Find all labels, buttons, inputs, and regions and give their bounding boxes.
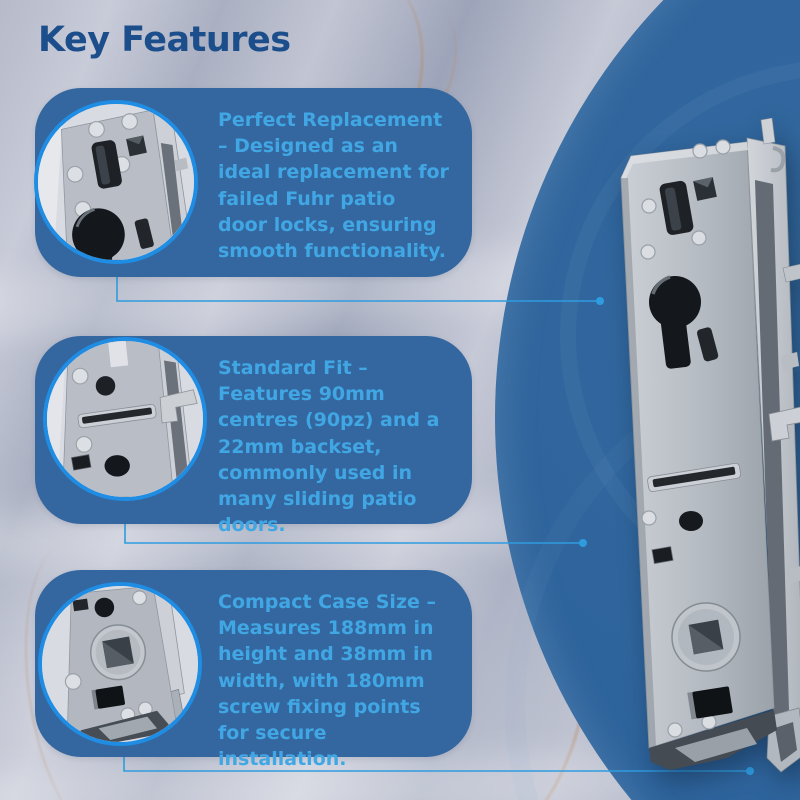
callout-photo-lock-middle [43, 337, 207, 501]
feature-text-1: Perfect Replacement – Designed as an ide… [218, 109, 449, 263]
lock-backplate [746, 118, 800, 773]
feature-text-3: Compact Case Size – Measures 188mm in he… [218, 591, 437, 771]
spindle-boss-closeup [90, 624, 147, 681]
lock-plate-details [640, 139, 777, 770]
euro-keyhole [649, 275, 701, 369]
spindle-follower-boss [671, 602, 741, 672]
lock-bottom-closeup-image [42, 586, 198, 742]
callout-photo-lock-bottom [38, 582, 202, 746]
product-photo-lock-gearbox [620, 118, 800, 773]
lock-top-closeup-image [38, 104, 194, 260]
lock-latch-hook [768, 406, 800, 442]
lock-middle-closeup-image [47, 341, 203, 497]
page-title: Key Features [38, 20, 291, 60]
latch-closeup [159, 389, 198, 424]
feature-text-2: Standard Fit – Features 90mm centres (90… [218, 357, 440, 537]
callout-photo-lock-top [34, 100, 198, 264]
